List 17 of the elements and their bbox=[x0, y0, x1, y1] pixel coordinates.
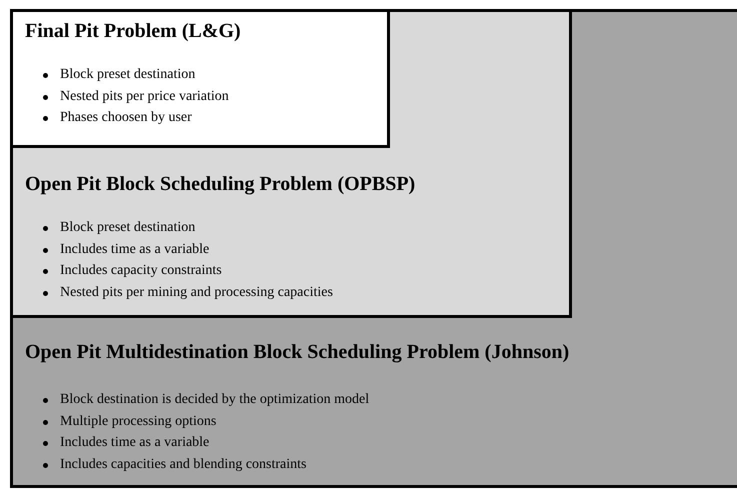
bullet-item: Phases choosen by user bbox=[60, 110, 192, 125]
bullet-item: Includes capacity constraints bbox=[60, 263, 222, 278]
bullet-item: Nested pits per price variation bbox=[60, 88, 229, 104]
category-box bbox=[10, 9, 737, 488]
bullet-item: Block destination is decided by the optimization model bbox=[60, 392, 370, 407]
bullet-item: Includes capacities and blending constraints bbox=[60, 456, 306, 472]
bullet-item: Nested pits per mining and processing capacities bbox=[60, 284, 333, 300]
box-heading: Open Pit Block Scheduling Problem (OPBSP) bbox=[25, 173, 416, 196]
box-heading: Final Pit Problem (L&G) bbox=[25, 20, 241, 43]
bullet-item: Block preset destination bbox=[60, 67, 196, 82]
bullet-item: Block preset destination bbox=[60, 220, 196, 235]
category-box bbox=[10, 9, 390, 148]
category-box bbox=[10, 9, 572, 318]
bullet-item: Multiple processing options bbox=[60, 414, 216, 428]
bullet-item: Includes time as a variable bbox=[60, 242, 210, 256]
box-heading: Open Pit Multidestination Block Scheduling Problem (Johnson) bbox=[25, 341, 570, 364]
bullet-item: Includes time as a variable bbox=[60, 435, 210, 450]
